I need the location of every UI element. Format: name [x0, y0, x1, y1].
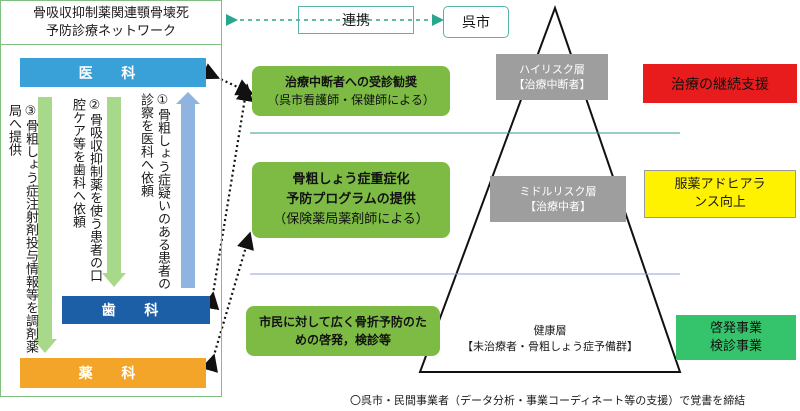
program-consult-line1: 治療中断者への受診勧奨 — [284, 75, 417, 89]
dotted-arrow-pharmacy — [201, 231, 254, 373]
program-consult-box: 治療中断者への受診勧奨 （呉市看護師・保健師による） — [252, 66, 450, 116]
link-label: 連携 — [298, 6, 414, 34]
tier-high-risk: ハイリスク層 【治療中断者】 — [496, 54, 608, 100]
dept-pharmacy: 薬 科 — [20, 358, 206, 388]
step1-text: ①骨粗しょう症疑いのある患者の診察を医科へ依頼 — [138, 93, 170, 290]
tier-healthy-line2: 【未治療者・骨粗しょう症予備群】 — [462, 340, 638, 353]
step3-text: ③骨粗しょう症注射剤投与情報等を調剤薬局へ提供 — [6, 104, 38, 353]
footnote: 〇呉市・民間事業者（データ分析・事業コーディネート等の支援）で覚書を締結 — [350, 394, 746, 407]
city-label: 呉市 — [443, 6, 509, 38]
tier-healthy: 健康層 【未治療者・骨粗しょう症予備群】 — [450, 318, 650, 360]
dept-dental: 歯 科 — [62, 296, 210, 324]
arrow-step2 — [102, 97, 126, 287]
outcome-green-line2: 検診事業 — [709, 338, 762, 354]
outcome-adherence: 服薬アドヒアラ ンス向上 — [644, 170, 796, 218]
program-consult-line2: （呉市看護師・保健師による） — [267, 93, 435, 107]
tier-mid-line2: 【治療中者】 — [525, 200, 591, 213]
outcome-adherence-line1: 服薬アドヒアラ — [674, 177, 766, 192]
outcome-awareness-screening: 啓発事業 検診事業 — [676, 315, 796, 360]
network-title-line1: 骨吸収抑制薬関連顎骨壊死 — [32, 5, 189, 21]
tier-high-line2: 【治療中断者】 — [513, 78, 591, 91]
outcome-adherence-line2: ンス向上 — [694, 195, 746, 210]
program-awareness-line2: めの啓発，検診等 — [294, 333, 391, 347]
program-prevention-box: 骨粗しょう症重症化 予防プログラムの提供 （保険薬局薬剤師による） — [252, 162, 450, 238]
arrow-step1 — [176, 92, 200, 288]
tier-mid-line1: ミドルリスク層 — [519, 185, 597, 198]
arrow-step3 — [33, 97, 57, 353]
program-prevention-line3: （保険薬局薬剤師による） — [273, 212, 429, 227]
step2-text: ②骨吸収抑制薬を使う患者の口腔ケア等を歯科へ依頼 — [70, 98, 102, 282]
network-box — [0, 44, 222, 397]
network-title-line2: 予防診療ネットワーク — [45, 23, 176, 39]
tier-high-line1: ハイリスク層 — [519, 63, 585, 76]
outcome-green-line1: 啓発事業 — [709, 320, 762, 336]
program-awareness-box: 市民に対して広く骨折予防のた めの啓発，検診等 — [246, 306, 440, 356]
tier-healthy-line1: 健康層 — [533, 324, 567, 337]
network-title: 骨吸収抑制薬関連顎骨壊死 予防診療ネットワーク — [0, 0, 222, 44]
dept-medical: 医 科 — [20, 58, 206, 87]
outcome-treatment-support: 治療の継続支援 — [643, 64, 797, 103]
program-prevention-line1: 骨粗しょう症重症化 — [292, 172, 410, 187]
tier-middle-risk: ミドルリスク層 【治療中者】 — [490, 176, 626, 222]
program-awareness-line1: 市民に対して広く骨折予防のた — [259, 315, 427, 329]
program-prevention-line2: 予防プログラムの提供 — [286, 192, 416, 207]
